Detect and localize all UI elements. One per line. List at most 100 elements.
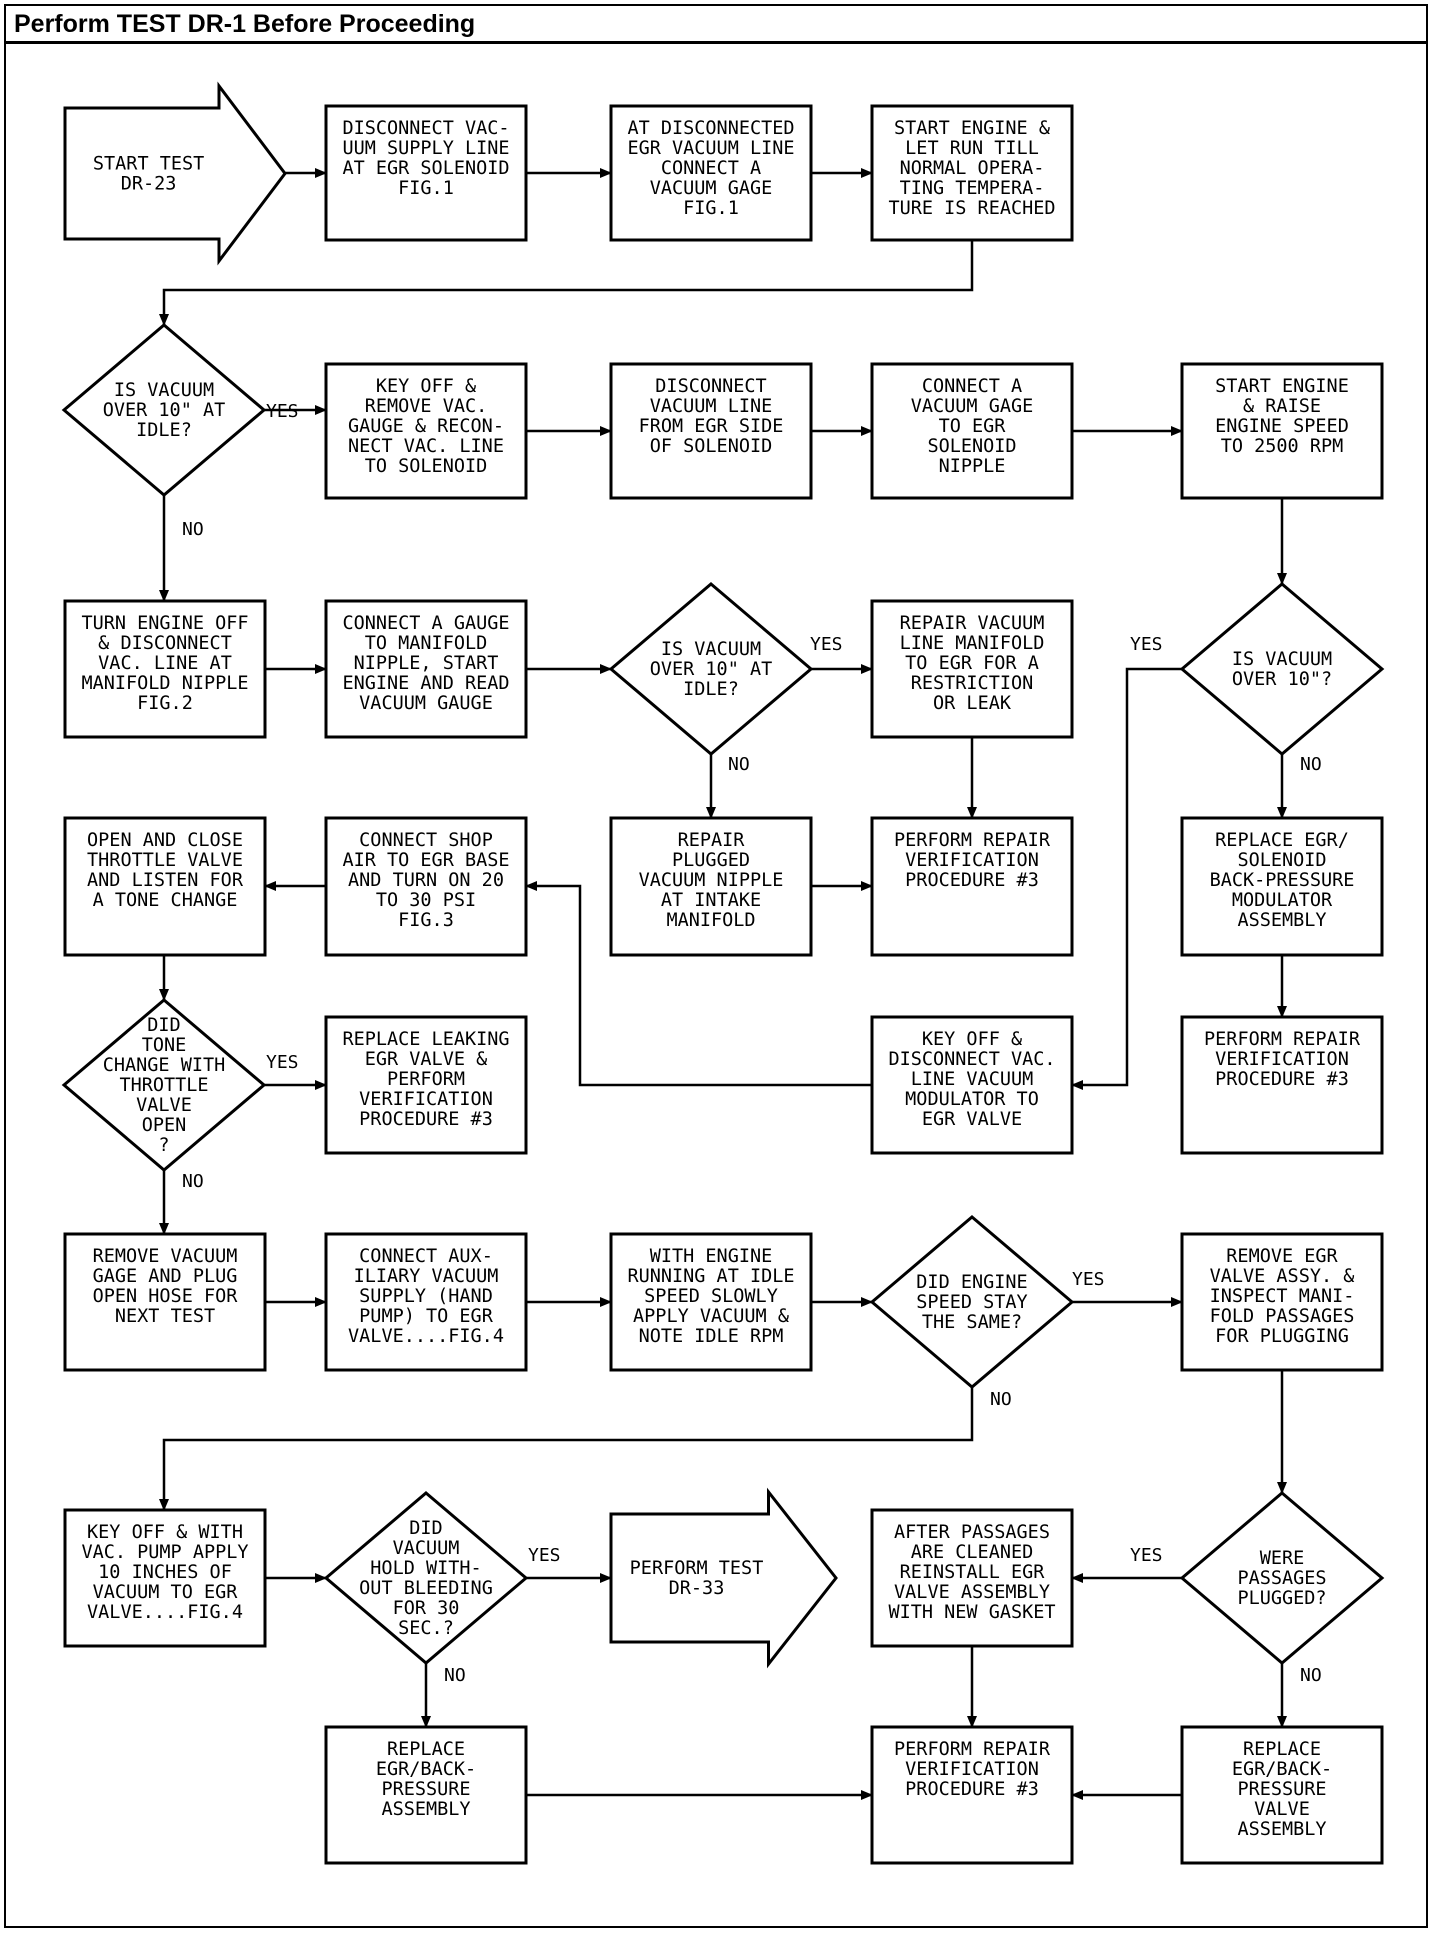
process-box-engine_idle_apply (609, 1232, 813, 1372)
node-line: TURN ENGINE OFF (81, 613, 248, 634)
node-line: NECT VAC. LINE (348, 436, 504, 457)
node-line: DISCONNECT (655, 376, 766, 397)
node-line: TO 2500 RPM (1221, 436, 1344, 457)
node-line: VERIFICATION (905, 1759, 1039, 1780)
node-line: KEY OFF & (922, 1029, 1023, 1050)
process-box-replace_leaking (324, 1015, 528, 1155)
node-line: REMOVE EGR (1226, 1246, 1338, 1267)
node-line: AT DISCONNECTED (627, 118, 794, 139)
process-box-replace_solenoid (1180, 816, 1384, 957)
node-line: IS VACUUM (114, 380, 214, 401)
node-line: DR-33 (669, 1578, 725, 1599)
node-line: SOLENOID (927, 436, 1016, 457)
node-line: VALVE ASSY. & (1210, 1266, 1356, 1287)
node-line: UUM SUPPLY LINE (342, 138, 509, 159)
page-title: Perform TEST DR-1 Before Proceeding (14, 10, 476, 38)
node-line: TONE (142, 1035, 187, 1056)
process-box-remove_egr_inspect (1180, 1232, 1384, 1372)
node-line: REPAIR VACUUM (900, 613, 1045, 634)
node-line: START TEST (93, 154, 204, 175)
node-line: REPLACE LEAKING (342, 1029, 509, 1050)
node-line: MANIFOLD NIPPLE (81, 673, 248, 694)
node-line: NOTE IDLE RPM (639, 1326, 784, 1347)
branch-label-yes: YES (1130, 634, 1163, 655)
process-box-shop_air (324, 816, 528, 957)
decision-diamond-d_vac_over10 (1179, 582, 1385, 756)
node-line: NORMAL OPERA- (900, 158, 1045, 179)
node-line: NEXT TEST (115, 1306, 215, 1327)
node-line: OR LEAK (933, 693, 1012, 714)
node-line: AT INTAKE (661, 890, 761, 911)
node-line: LINE VACUUM (911, 1069, 1034, 1090)
node-line: OF SOLENOID (650, 436, 773, 457)
node-line: PASSAGES (1237, 1568, 1326, 1589)
node-line: RUNNING AT IDLE (627, 1266, 794, 1287)
process-box-key_off_pump (63, 1508, 267, 1648)
node-line: CHANGE WITH (103, 1055, 226, 1076)
node-line: OPEN AND CLOSE (87, 830, 243, 851)
node-line: SPEED SLOWLY (644, 1286, 778, 1307)
branch-label-no: NO (1300, 1665, 1322, 1686)
decision-diamond-d_vac_idle_1 (61, 323, 267, 497)
branch-label-no: NO (182, 519, 204, 540)
node-line: NIPPLE (939, 456, 1006, 477)
node-line: VERIFICATION (359, 1089, 493, 1110)
node-line: SPEED STAY (916, 1292, 1027, 1313)
branch-label-no: NO (1300, 754, 1322, 775)
node-line: DISCONNECT VAC- (342, 118, 509, 139)
node-line: APPLY VACUUM & (633, 1306, 790, 1327)
process-box-prv_b (1180, 1015, 1384, 1155)
node-line: OVER 10" AT (103, 400, 226, 421)
node-line: REMOVE VACUUM (93, 1246, 238, 1267)
node-line: OPEN HOSE FOR (93, 1286, 239, 1307)
node-line: START ENGINE (1215, 376, 1349, 397)
node-line: IDLE? (683, 679, 739, 700)
process-box-disc_supply (324, 104, 528, 242)
node-line: A TONE CHANGE (93, 890, 238, 911)
decision-diamond-d_vac_hold (323, 1491, 529, 1665)
node-line: FIG.2 (137, 693, 193, 714)
node-line: TO SOLENOID (365, 456, 488, 477)
node-line: CONNECT A (661, 158, 761, 179)
title-bar: Perform TEST DR-1 Before Proceeding (4, 4, 1428, 44)
node-line: WITH ENGINE (650, 1246, 773, 1267)
process-box-prv_c (870, 1725, 1074, 1865)
process-box-connect_gage_egr (870, 362, 1074, 500)
node-line: PLUGGED (672, 850, 750, 871)
node-line: GAUGE & RECON- (348, 416, 504, 437)
node-line: WITH NEW GASKET (888, 1602, 1055, 1623)
node-line: PERFORM REPAIR (1204, 1029, 1361, 1050)
node-line: IDLE? (136, 420, 192, 441)
node-line: REPLACE EGR/ (1215, 830, 1349, 851)
node-line: LET RUN TILL (905, 138, 1039, 159)
node-line: DID (409, 1518, 442, 1539)
process-box-prv_a (870, 816, 1074, 957)
node-line: VERIFICATION (1215, 1049, 1349, 1070)
terminal-arrow-start (63, 81, 287, 266)
node-line: EGR VALVE & (365, 1049, 488, 1070)
node-line: START ENGINE & (894, 118, 1051, 139)
node-line: KEY OFF & (376, 376, 477, 397)
branch-label-yes: YES (528, 1545, 561, 1566)
node-line: THROTTLE (119, 1075, 208, 1096)
node-line: VAC. PUMP APPLY (81, 1542, 248, 1563)
node-line: ARE CLEANED (911, 1542, 1034, 1563)
node-line: AND LISTEN FOR (87, 870, 244, 891)
node-line: THE SAME? (922, 1312, 1022, 1333)
node-line: ENGINE SPEED (1215, 416, 1349, 437)
node-line: TO EGR (939, 416, 1007, 437)
node-line: CONNECT SHOP (359, 830, 493, 851)
